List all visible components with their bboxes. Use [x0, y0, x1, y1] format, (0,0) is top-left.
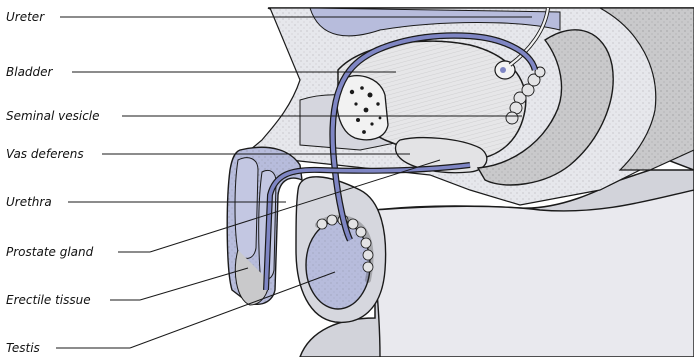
label-prostate-gland: Prostate gland	[6, 245, 93, 259]
label-urethra: Urethra	[6, 195, 52, 209]
thigh	[375, 190, 694, 357]
label-bladder: Bladder	[6, 65, 52, 79]
erectile-tissue	[235, 158, 258, 259]
label-vas-deferens: Vas deferens	[6, 147, 84, 161]
label-ureter: Ureter	[6, 10, 44, 24]
pubic-symphysis	[337, 76, 388, 140]
label-erectile-tissue: Erectile tissue	[6, 293, 91, 307]
label-seminal-vesicle: Seminal vesicle	[6, 109, 100, 123]
label-testis: Testis	[6, 341, 40, 355]
